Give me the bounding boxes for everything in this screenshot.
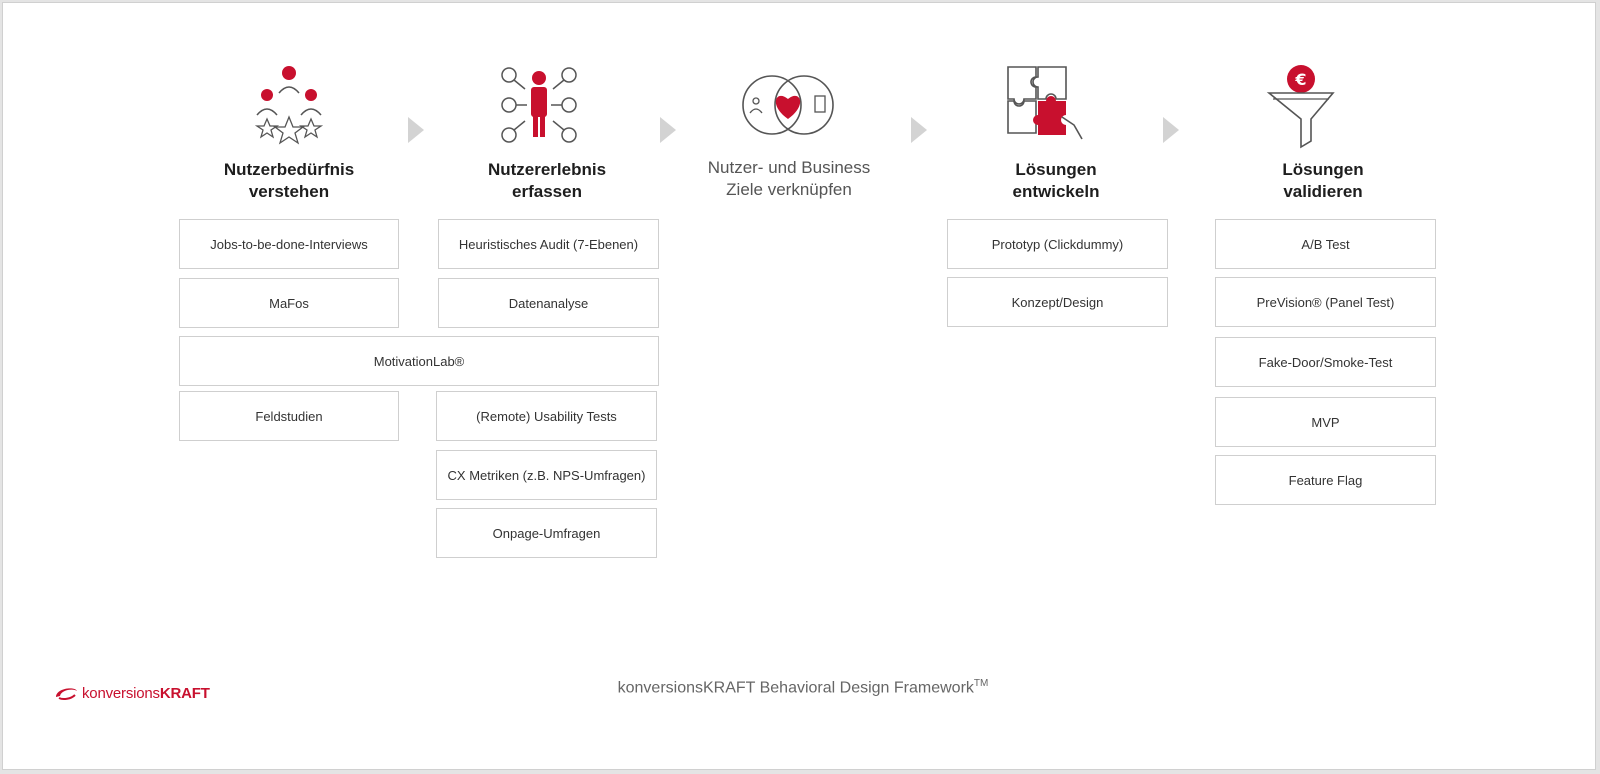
footer-title: konversionsKRAFT Behavioral Design Frame… [543,678,1063,697]
footer-title-sup: TM [973,678,989,689]
method-feldstudien: Feldstudien [179,391,399,441]
heading-ziele-verknuepfen: Nutzer- und Business Ziele verknüpfen [707,158,871,199]
method-ab-test: A/B Test [1215,219,1436,269]
method-konzept-design: Konzept/Design [947,277,1168,327]
konversionskraft-logo: konversionsKRAFT [53,681,210,705]
method-feature-flag: Feature Flag [1215,455,1436,505]
user-experience-icon [497,63,597,153]
method-mafos: MaFos [179,278,399,328]
method-motivationlab: MotivationLab® [179,336,659,386]
heading-loesungen-entwickeln: Lösungen entwickeln [1012,160,1100,201]
heading-loesungen-validieren: Lösungen validieren [1282,160,1364,201]
method-fake-door: Fake-Door/Smoke-Test [1215,337,1436,387]
arrow-2-icon [660,117,676,143]
arrow-4-icon [1163,117,1179,143]
arrow-1-icon [408,117,424,143]
user-needs-icon [239,63,339,153]
heading-nutzerbeduerfnis: Nutzerbedürfnis verstehen [223,160,355,201]
logo-prefix: konversions [82,684,160,702]
funnel-euro-icon: € [1255,63,1355,153]
venn-heart-icon [738,63,838,153]
method-prototyp: Prototyp (Clickdummy) [947,219,1168,269]
method-prevision: PreVision® (Panel Test) [1215,277,1436,327]
method-cx-metriken: CX Metriken (z.B. NPS-Umfragen) [436,450,657,500]
method-onpage-umfragen: Onpage-Umfragen [436,508,657,558]
method-datenanalyse: Datenanalyse [438,278,659,328]
method-mvp: MVP [1215,397,1436,447]
heading-nutzererlebnis: Nutzererlebnis erfassen [487,160,607,201]
method-usability-tests: (Remote) Usability Tests [436,391,657,441]
puzzle-icon [998,61,1098,151]
footer-title-text: konversionsKRAFT Behavioral Design Frame… [617,679,974,697]
logo-bold: KRAFT [159,684,210,702]
method-jobs-to-be-done: Jobs-to-be-done-Interviews [179,219,399,269]
logo-swoosh-icon [56,688,77,700]
svg-text:€: € [1294,70,1306,89]
arrow-3-icon [911,117,927,143]
method-heuristisches-audit: Heuristisches Audit (7-Ebenen) [438,219,659,269]
